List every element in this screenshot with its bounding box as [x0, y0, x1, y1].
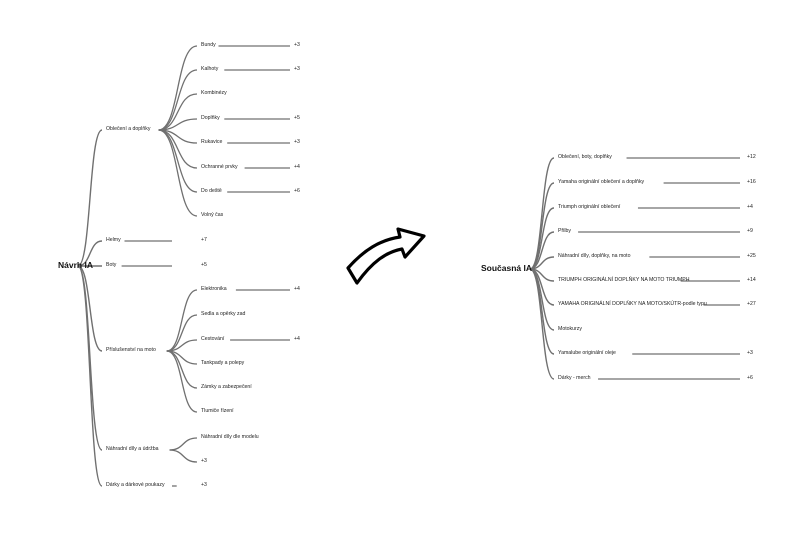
- connector-line: [158, 129, 198, 217]
- child-label: Motokurzy: [558, 326, 582, 332]
- count-label: +3: [294, 139, 300, 145]
- count-label: +9: [747, 228, 753, 234]
- count-label: +7: [201, 237, 207, 243]
- child-label: Sedla a opěrky zad: [201, 311, 246, 317]
- child-label: TRIUMPH ORIGINÁLNÍ DOPLŇKY NA MOTO TRIUM…: [558, 277, 690, 283]
- branch-label: Helmy: [106, 237, 121, 243]
- count-label: +3: [201, 482, 207, 488]
- child-label: Bundy: [201, 42, 216, 48]
- branch-label: Náhradní díly a údržba: [106, 446, 159, 452]
- child-label: Triumph originální oblečení: [558, 204, 621, 210]
- connector-line: [77, 265, 103, 487]
- child-label: Elektronika: [201, 286, 227, 292]
- child-label: Kalhoty: [201, 66, 219, 72]
- connector-line: [166, 350, 198, 413]
- count-label: +4: [294, 286, 300, 292]
- root-label: Současná IA: [481, 263, 533, 273]
- count-label: +5: [294, 115, 300, 121]
- child-label: Tlumiče řízení: [201, 408, 234, 414]
- count-label: +12: [747, 154, 756, 160]
- child-label: YAMAHA ORIGINÁLNÍ DOPLŇKY NA MOTO/SKÚTR-…: [558, 301, 707, 307]
- child-label: Dárky - merch: [558, 375, 591, 381]
- child-label: Rukavice: [201, 139, 223, 145]
- child-label: Zámky a zabezpečení: [201, 384, 252, 390]
- connector-line: [529, 268, 555, 380]
- count-label: +14: [747, 277, 756, 283]
- count-label: +27: [747, 301, 756, 307]
- branch-label: Oblečení a doplňky: [106, 126, 151, 132]
- child-label: Yamaha originální oblečení a doplňky: [558, 179, 645, 185]
- child-label: Do deště: [201, 188, 222, 194]
- child-label: Tankpady a polepy: [201, 360, 245, 366]
- child-label: Doplňky: [201, 115, 220, 121]
- connector-line: [158, 69, 198, 131]
- count-label: +4: [294, 336, 300, 342]
- child-label: Cestování: [201, 336, 225, 342]
- branch-label: Příslušenství na moto: [106, 347, 156, 353]
- count-label: +3: [294, 42, 300, 48]
- connector-line: [169, 449, 198, 463]
- count-label: +6: [747, 375, 753, 381]
- connector-line: [77, 129, 103, 267]
- connector-line: [158, 45, 198, 131]
- branch-label: Boty: [106, 262, 117, 268]
- connector-line: [77, 265, 103, 352]
- branch-label: Dárky a dárkové poukazy: [106, 482, 165, 488]
- count-label: +4: [294, 164, 300, 170]
- root-label: Návrh IA: [58, 260, 93, 270]
- connector-line: [77, 240, 103, 267]
- count-label: +3: [294, 66, 300, 72]
- connector-line: [166, 314, 198, 352]
- child-label: Náhradní díly dle modelu: [201, 434, 259, 440]
- child-label: Kombinézy: [201, 90, 227, 96]
- child-label: Ochranné prvky: [201, 164, 238, 170]
- count-label: +4: [747, 204, 753, 210]
- child-label: Oblečení, boty, doplňky: [558, 154, 612, 160]
- child-label: Přilby: [558, 228, 571, 234]
- child-label: Yamalube originální oleje: [558, 350, 616, 356]
- child-label: Náhradní díly, doplňky, na moto: [558, 253, 631, 259]
- count-label: +6: [294, 188, 300, 194]
- child-label: Volný čas: [201, 212, 224, 218]
- count-label: +16: [747, 179, 756, 185]
- child-label: +3: [201, 458, 207, 464]
- connector-line: [158, 93, 198, 131]
- connector-line: [529, 231, 555, 270]
- count-label: +5: [201, 262, 207, 268]
- count-label: +25: [747, 253, 756, 259]
- count-label: +3: [747, 350, 753, 356]
